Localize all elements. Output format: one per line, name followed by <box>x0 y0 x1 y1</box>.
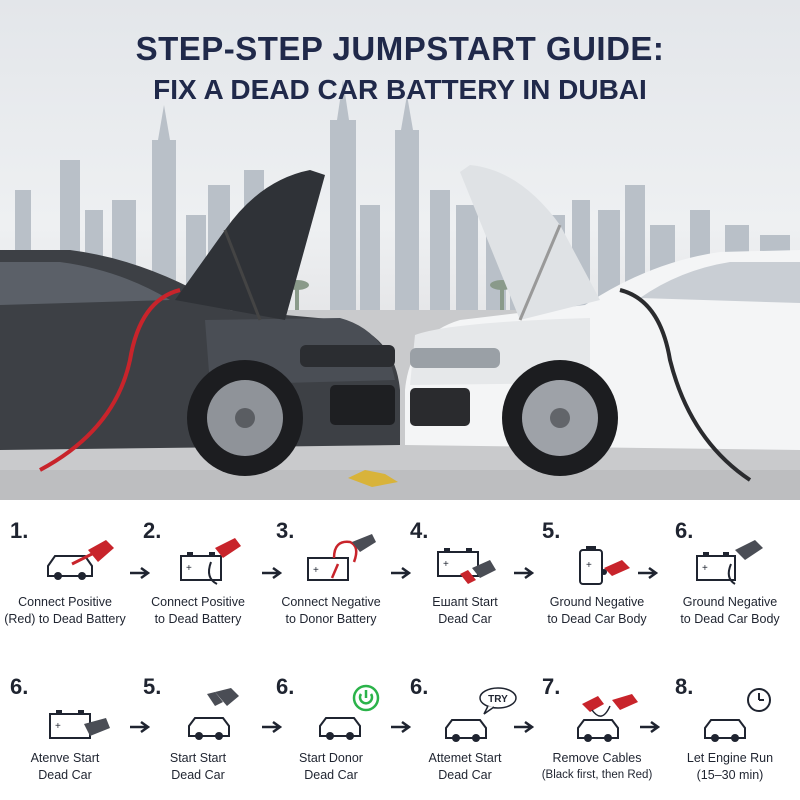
step-number: 1. <box>10 518 29 543</box>
step-number: 6. <box>10 674 29 699</box>
step-caption: Ешапt Start Dead Car <box>432 595 498 626</box>
step-caption: Ground Negative to Dead Car Body <box>680 595 780 626</box>
guide-title: STEP-STEP JUMPSTART GUIDE: FIX A DEAD CA… <box>0 30 800 106</box>
title-line-1: STEP-STEP JUMPSTART GUIDE: <box>135 30 665 67</box>
step-card: 6. Start Donor Dead Car <box>266 664 396 794</box>
steps-panel: 1. Connect Positive (Red) to Dead Batter… <box>0 508 800 800</box>
step-number: 2. <box>143 518 162 543</box>
arrow-right-icon <box>391 720 412 734</box>
step-card: 6. + Atenve Start Dead Car <box>0 664 130 794</box>
car-remove-clamps-icon <box>577 694 638 742</box>
car-jumpstart-scene <box>0 80 800 500</box>
car-try-bubble-icon: TRY <box>445 687 517 742</box>
arrow-right-icon <box>640 720 661 734</box>
step-card: 2. + Connect Positive to Dead Battery <box>133 508 263 638</box>
step-number: 6. <box>276 674 295 699</box>
arrow-right-icon <box>391 566 412 580</box>
battery-hand-icon: + <box>437 548 496 584</box>
arrow-right-icon <box>262 720 283 734</box>
step-number: 6. <box>410 674 429 699</box>
step-card: 4. + Ешапt Start Dead Car <box>400 508 530 638</box>
step-caption: Start Donor Dead Car <box>299 751 363 782</box>
svg-text:+: + <box>702 563 708 574</box>
car-power-button-icon <box>319 684 380 740</box>
step-card: 3. + Connect Negative to Donor Battery <box>266 508 396 638</box>
step-number: 6. <box>675 518 694 543</box>
step-card: 1. Connect Positive (Red) to Dead Batter… <box>0 508 130 638</box>
step-number: 3. <box>276 518 295 543</box>
step-caption: Let Engine Run (15–30 min) <box>686 751 774 782</box>
step-caption: Atenve Start Dead Car <box>30 751 100 782</box>
car-red-clamp-icon <box>47 540 114 580</box>
step-card: 5. Start Start Dead Car <box>133 664 263 794</box>
step-card: 5. + Ground Negative to Dead Car Body <box>532 508 662 638</box>
battery-ground-icon: + <box>579 546 630 585</box>
step-card: 6. TRY Attemet Start Dead Car <box>400 664 530 794</box>
car-clock-icon <box>704 688 771 742</box>
svg-text:+: + <box>55 721 61 732</box>
car-hand-icon <box>188 688 239 740</box>
step-card: 6. + Ground Negative to Dead Car Body <box>665 508 795 638</box>
step-caption: Ground Negative to Dead Car Body <box>547 595 647 626</box>
svg-text:+: + <box>586 560 592 571</box>
step-caption: Connect Positive (Red) to Dead Battery <box>4 595 126 626</box>
donor-car-white <box>405 165 800 476</box>
rag-on-road <box>348 470 398 487</box>
step-card: 8. Let Engine Run (15–30 min) <box>665 664 795 794</box>
svg-text:+: + <box>443 559 449 570</box>
battery-red-clamp-icon: + <box>180 538 241 585</box>
step-number: 4. <box>410 518 429 543</box>
battery-negative-clamp-icon: + <box>307 534 376 581</box>
step-number: 5. <box>143 674 162 699</box>
black-jumper-cable <box>619 288 752 482</box>
svg-text:+: + <box>313 565 319 576</box>
try-badge: TRY <box>488 694 508 705</box>
step-number: 7. <box>542 674 561 699</box>
step-caption: Attemet Start Dead Car <box>428 751 502 782</box>
arrow-right-icon <box>514 720 535 734</box>
red-jumper-cable <box>39 288 181 472</box>
title-line-2: FIX A DEAD CAR BATTERY IN DUBAI <box>153 74 647 105</box>
step-card: 7. Remove Cables (Black first, then Red) <box>532 664 662 794</box>
arrow-right-icon <box>130 720 151 734</box>
dead-car-grey <box>0 170 400 476</box>
svg-text:+: + <box>186 563 192 574</box>
hero-illustration: STEP-STEP JUMPSTART GUIDE: FIX A DEAD CA… <box>0 0 800 500</box>
step-caption: Connect Positive to Dead Battery <box>151 595 245 626</box>
step-caption: Start Start Dead Car <box>169 751 227 782</box>
arrow-right-icon <box>262 566 283 580</box>
arrow-right-icon <box>514 566 535 580</box>
step-caption: Remove Cables (Black first, then Red) <box>541 751 653 781</box>
arrow-right-icon <box>130 566 151 580</box>
arrow-right-icon <box>638 566 659 580</box>
step-number: 8. <box>675 674 694 699</box>
battery-hand-clamp-icon: + <box>696 540 763 585</box>
step-number: 5. <box>542 518 561 543</box>
battery-hand-icon: + <box>49 710 110 739</box>
step-caption: Connect Negative to Donor Battery <box>281 595 381 626</box>
